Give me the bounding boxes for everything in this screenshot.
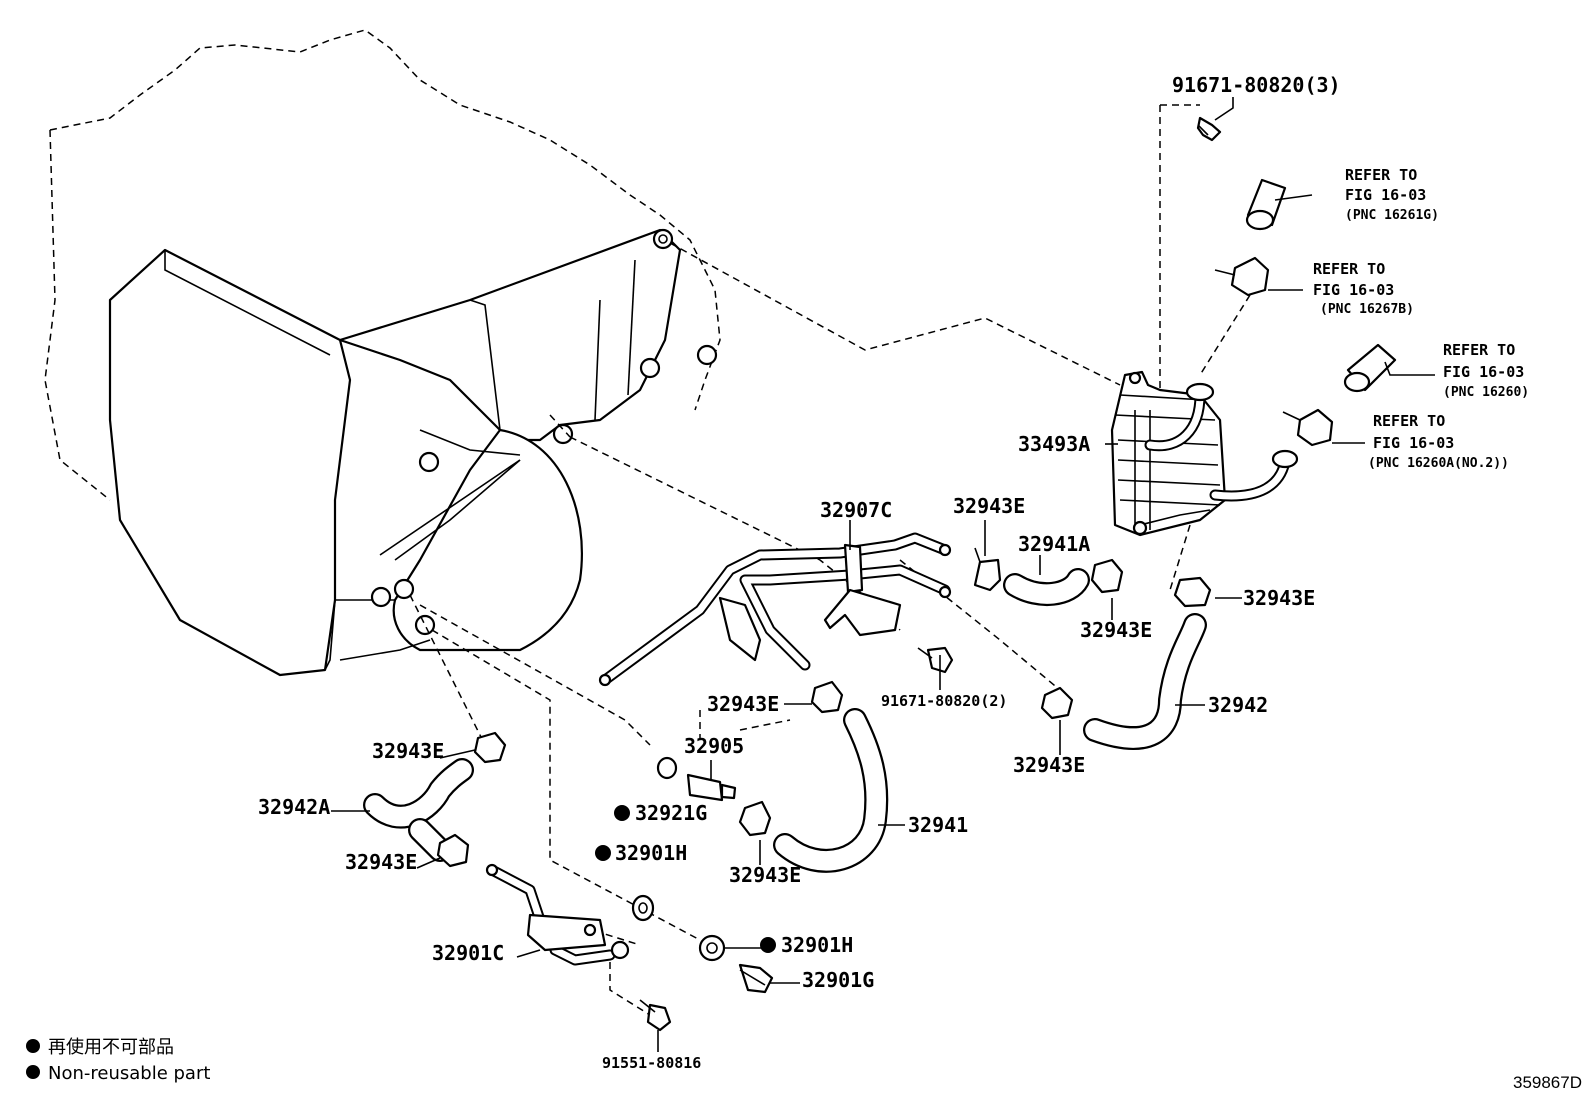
- clip-icon-lower-left: [436, 833, 470, 868]
- refer-to-16260a: REFER TO FIG 16-03 (PNC 16260A(NO.2)): [1368, 412, 1509, 471]
- clip-icon-left: [473, 731, 507, 764]
- label-bolt-bottom: 91551-80816: [602, 1054, 701, 1072]
- ref-fig: FIG 16-03: [1345, 186, 1426, 204]
- gasket-32901h-a: [631, 894, 655, 922]
- legend-jp: 再使用不可部品: [48, 1037, 174, 1058]
- label-clip-top: 32943E: [953, 494, 1025, 518]
- ref-pnc: (PNC 16261G): [1345, 208, 1439, 223]
- ref-clamp-16267b: [1214, 256, 1270, 297]
- label-clip-right: 32943E: [1243, 586, 1315, 610]
- non-reusable-marker-32921g: [614, 805, 630, 821]
- hose-32942a: [363, 758, 474, 862]
- bolt-mid: [917, 646, 954, 674]
- label-clip-under-hose: 32943E: [1013, 753, 1085, 777]
- hose-32942: [1083, 613, 1207, 751]
- tube-32907c: [598, 532, 952, 687]
- bolt-top: [1196, 116, 1222, 142]
- ref-clamp-16260a: [1282, 408, 1334, 447]
- part-labels: 91671-80820(3) 33493A 32907C 32943E 3294…: [258, 73, 1341, 1072]
- label-hose-32942: 32942: [1208, 693, 1268, 717]
- label-gasket-g: 32921G: [635, 801, 707, 825]
- refer-to-16260: REFER TO FIG 16-03 (PNC 16260): [1443, 341, 1529, 400]
- ref-hose-16260: [1343, 343, 1397, 393]
- non-reusable-marker-32901h-b: [760, 937, 776, 953]
- label-clip-center: 32943E: [707, 692, 779, 716]
- ref-title: REFER TO: [1443, 341, 1515, 359]
- clip-icon-lower-center: [738, 800, 772, 837]
- oil-cooler-33493a: [1110, 370, 1299, 537]
- label-clip-lower-center: 32943E: [729, 863, 801, 887]
- transmission-housing: [44, 29, 721, 677]
- label-plug: 32905: [684, 734, 744, 758]
- refer-to-16267b: REFER TO FIG 16-03 (PNC 16267B): [1313, 260, 1414, 317]
- label-tube-32901c: 32901C: [432, 941, 504, 965]
- label-bolt-mid: 91671-80820(2): [881, 692, 1007, 710]
- diagram-id: 359867D: [1513, 1073, 1582, 1092]
- bolt-bottom: [639, 999, 672, 1032]
- label-tube-c: 32907C: [820, 498, 892, 522]
- legend-bullet-icon: [26, 1039, 40, 1053]
- union-bolt-32901g: [738, 963, 774, 994]
- ref-fig: FIG 16-03: [1373, 434, 1454, 452]
- hose-32941: [773, 708, 889, 873]
- gasket-32921g: [656, 756, 678, 780]
- label-hose-32941: 32941: [908, 813, 968, 837]
- ref-title: REFER TO: [1373, 412, 1445, 430]
- ref-pnc: (PNC 16260): [1443, 385, 1529, 400]
- label-union-bolt: 32901G: [802, 968, 874, 992]
- label-hose-a: 32941A: [1018, 532, 1090, 556]
- clip-icon-center: [810, 680, 844, 714]
- label-gasket-h2: 32901H: [781, 933, 853, 957]
- ref-title: REFER TO: [1345, 166, 1417, 184]
- gasket-32901h-b: [698, 934, 726, 962]
- clip-icon-under-hose: [1040, 686, 1074, 720]
- label-clip-left: 32943E: [372, 739, 444, 763]
- ref-pnc: (PNC 16260A(NO.2)): [1368, 456, 1509, 471]
- ref-title: REFER TO: [1313, 260, 1385, 278]
- leader-lines: [331, 97, 1435, 1052]
- ref-fig: FIG 16-03: [1443, 363, 1524, 381]
- plug-32905: [686, 773, 737, 802]
- hose-32941a: [1003, 568, 1090, 607]
- label-hose-42a: 32942A: [258, 795, 330, 819]
- clip-icon-right: [1173, 576, 1212, 608]
- clip-icon-mid: [1090, 558, 1124, 594]
- tube-32901c: [485, 863, 630, 966]
- ref-hose-16261g: [1245, 178, 1287, 231]
- legend: 再使用不可部品 Non-reusable part: [26, 1037, 210, 1084]
- label-clip-lower-left: 32943E: [345, 850, 417, 874]
- label-cooler: 33493A: [1018, 432, 1090, 456]
- label-gasket-h1: 32901H: [615, 841, 687, 865]
- label-clip-mid: 32943E: [1080, 618, 1152, 642]
- non-reusable-marker-32901h-a: [595, 845, 611, 861]
- legend-en: Non-reusable part: [48, 1063, 210, 1084]
- refer-to-16261g: REFER TO FIG 16-03 (PNC 16261G): [1345, 166, 1439, 223]
- clip-icon-top: [973, 547, 1002, 592]
- ref-pnc: (PNC 16267B): [1320, 302, 1414, 317]
- ref-fig: FIG 16-03: [1313, 281, 1394, 299]
- legend-bullet-icon: [26, 1065, 40, 1079]
- label-bolt-top: 91671-80820(3): [1172, 73, 1341, 97]
